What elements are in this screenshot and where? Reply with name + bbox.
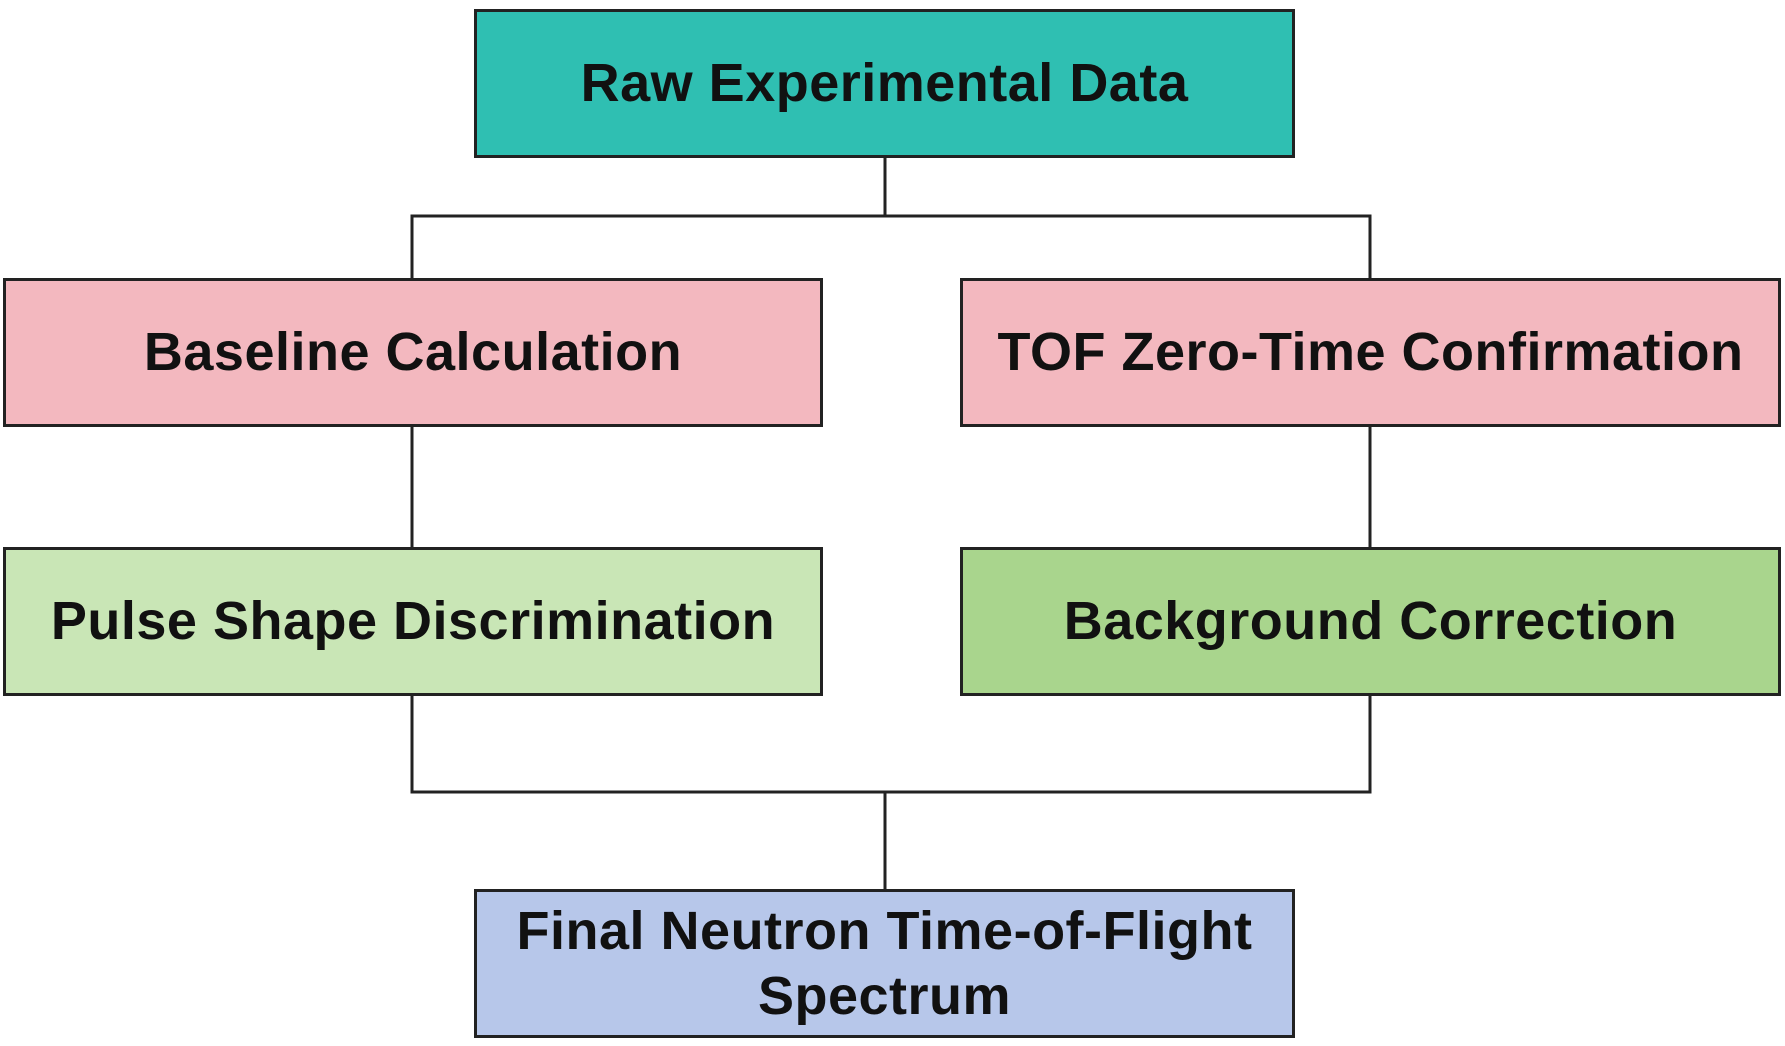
node-final-neutron-tof-spectrum: Final Neutron Time-of-Flight Spectrum <box>474 889 1295 1038</box>
node-label: TOF Zero-Time Confirmation <box>997 322 1744 383</box>
node-label: Final Neutron Time-of-Flight Spectrum <box>516 900 1253 1026</box>
node-label: Pulse Shape Discrimination <box>50 591 776 652</box>
node-pulse-shape-discrimination: Pulse Shape Discrimination <box>3 547 823 696</box>
node-raw-experimental-data: Raw Experimental Data <box>474 9 1295 158</box>
node-label: Raw Experimental Data <box>580 53 1189 114</box>
node-tof-zero-time-confirmation: TOF Zero-Time Confirmation <box>960 278 1781 427</box>
node-label: Background Correction <box>1063 591 1678 652</box>
node-baseline-calculation: Baseline Calculation <box>3 278 823 427</box>
node-label: Baseline Calculation <box>143 322 683 383</box>
node-background-correction: Background Correction <box>960 547 1781 696</box>
